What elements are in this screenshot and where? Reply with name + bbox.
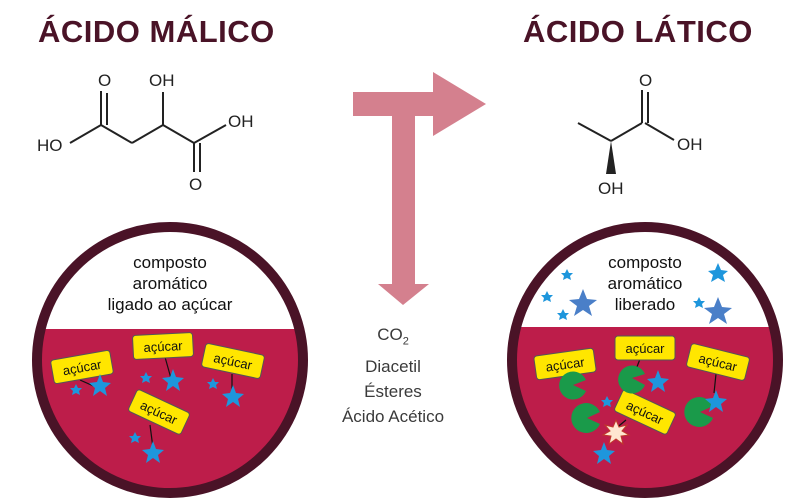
lactic-acid-title: ÁCIDO LÁTICO [523,14,753,49]
left-sugar-group-2: açúcar [132,332,194,383]
lactic-acid-atom-labels: O OH OH [598,71,703,198]
diacetyl-label: Diacetil [365,357,421,377]
malic-oh-top: OH [149,71,175,90]
lactic-acid-structure [577,90,675,142]
bacterium-icon [684,396,713,427]
right-text-line-3: liberado [615,295,676,314]
star-icon [140,372,152,383]
conversion-arrow [353,72,486,305]
malic-acid-atom-labels: O OH HO OH O [37,71,254,194]
burst-icon [601,418,631,446]
right-sugar-group-3: açúcar [686,343,750,394]
co2-label: CO2 [377,325,409,348]
right-circle-text: composto aromático liberado [608,253,683,314]
malic-o-bottom: O [189,175,202,194]
malic-oh-right: OH [228,112,254,131]
left-stars [70,369,244,463]
released-stars [541,263,732,324]
left-text-line-1: composto [133,253,207,272]
star-icon [222,385,244,407]
lactic-o-top: O [639,71,652,90]
right-sugar-group-1: açúcar [533,347,597,389]
sugar-label: açúcar [62,357,104,379]
sugar-label: açúcar [545,354,586,374]
star-icon [647,370,669,392]
star-icon [569,289,597,316]
sugar-label: açúcar [143,338,183,355]
acetic-acid-label: Ácido Acético [341,407,445,427]
right-text-line-1: composto [608,253,682,272]
byproducts-list: CO2 Diacetil Ésteres Ácido Acético [318,322,468,429]
right-bound-stars [593,370,727,464]
left-sugar-group-1: açúcar [50,349,114,389]
sugar-label: açúcar [625,341,665,356]
right-text-line-2: aromático [608,274,683,293]
star-icon [129,432,141,443]
star-icon [142,441,164,463]
lactic-oh-right: OH [677,135,703,154]
esters-label: Ésteres [364,382,422,402]
star-icon [601,396,613,407]
star-icon [557,309,569,320]
star-icon [162,369,184,391]
star-icon [70,384,82,395]
malic-acid-structure [69,91,227,172]
star-icon [207,378,219,389]
star-icon [708,263,728,282]
lactic-oh-bottom: OH [598,179,624,198]
star-icon [89,374,111,396]
star-icon [541,291,553,302]
malic-acid-title: ÁCIDO MÁLICO [38,14,275,49]
bacterium-icon [618,365,645,394]
left-circle-text: composto aromático ligado ao açúcar [108,253,233,314]
star-icon [704,297,732,324]
bacterium-icon [559,371,586,400]
malic-o-top: O [98,71,111,90]
star-icon [561,269,573,280]
left-sugar-group-3: açúcar [201,343,265,395]
lactic-wedge-bond [606,141,616,174]
star-icon [693,297,705,308]
star-icon [593,442,615,464]
right-sugar-group-2: açúcar [614,335,676,378]
left-text-line-2: aromático [133,274,208,293]
left-text-line-3: ligado ao açúcar [108,295,233,314]
bacterium-icon [571,403,600,434]
malic-ho-left: HO [37,136,63,155]
star-icon [705,390,727,412]
bacteria-group [559,365,713,434]
